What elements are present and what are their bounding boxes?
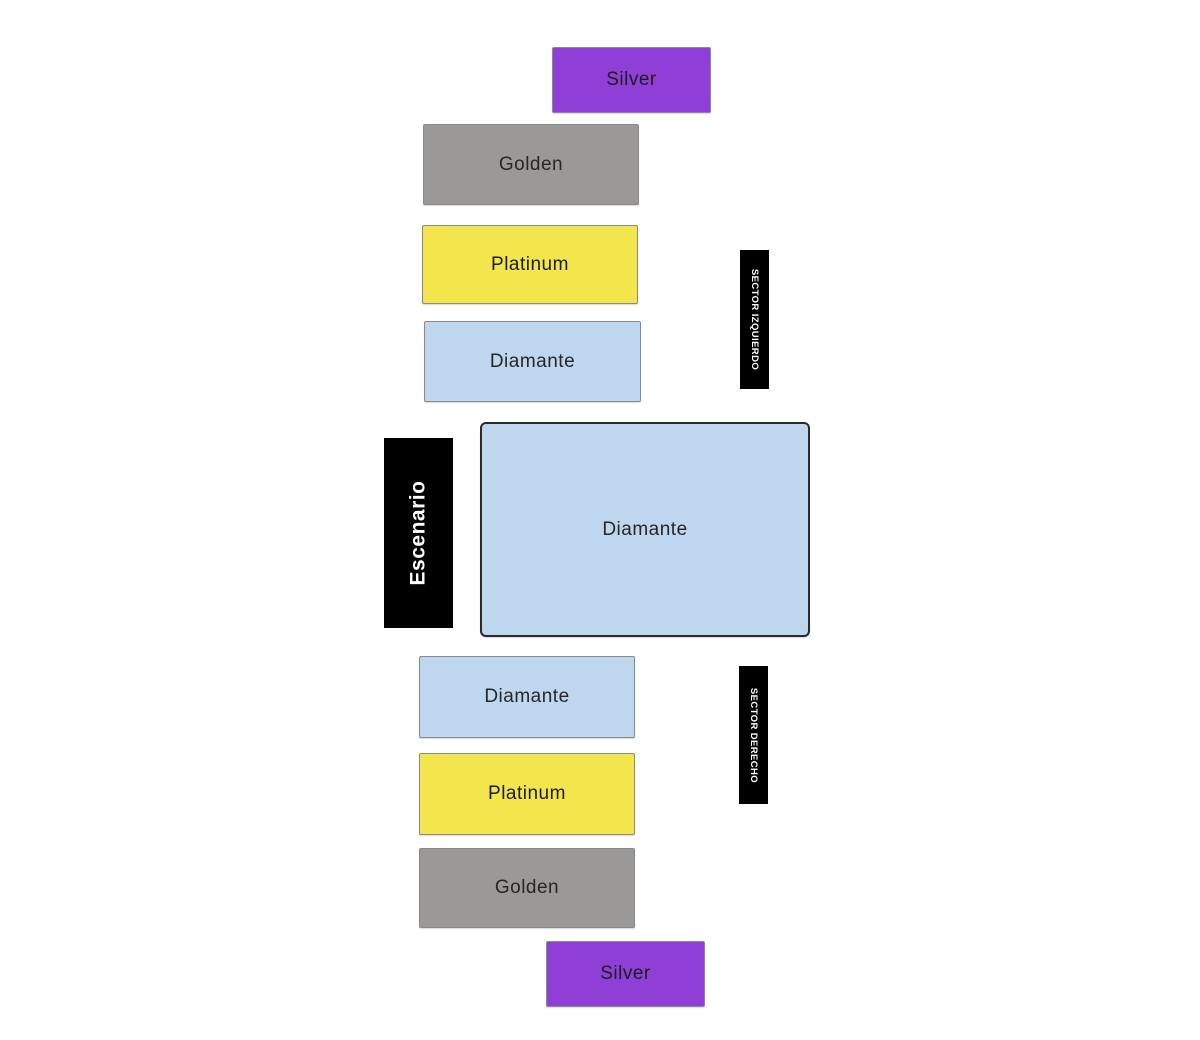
section-platinum-bottom[interactable]: Platinum <box>419 753 635 835</box>
section-label: Golden <box>498 153 564 175</box>
section-label: Silver <box>600 963 651 984</box>
sector-derecho-label: SECTOR DERECHO <box>739 666 768 804</box>
section-silver-top[interactable]: Silver <box>552 47 711 113</box>
section-label: Diamante <box>489 350 576 372</box>
stage-label: Escenario <box>384 438 453 628</box>
section-platinum-top[interactable]: Platinum <box>422 225 638 304</box>
section-golden-top[interactable]: Golden <box>423 124 639 205</box>
section-label: Diamante <box>602 518 688 540</box>
section-silver-bottom[interactable]: Silver <box>546 941 705 1007</box>
stage-text: Escenario <box>406 480 430 586</box>
section-label: Golden <box>494 877 560 898</box>
section-label: Platinum <box>488 783 566 804</box>
section-label: Platinum <box>491 253 569 275</box>
section-diamante-center[interactable]: Diamante <box>480 422 810 637</box>
section-diamante-bottom[interactable]: Diamante <box>419 656 635 738</box>
sector-izquierdo-text: SECTOR IZQUIERDO <box>749 268 761 371</box>
section-label: Diamante <box>484 686 570 707</box>
sector-izquierdo-label: SECTOR IZQUIERDO <box>740 250 769 389</box>
section-diamante-top[interactable]: Diamante <box>424 321 641 402</box>
section-golden-bottom[interactable]: Golden <box>419 848 635 928</box>
sector-derecho-text: SECTOR DERECHO <box>748 687 760 783</box>
section-label: Silver <box>606 69 657 90</box>
